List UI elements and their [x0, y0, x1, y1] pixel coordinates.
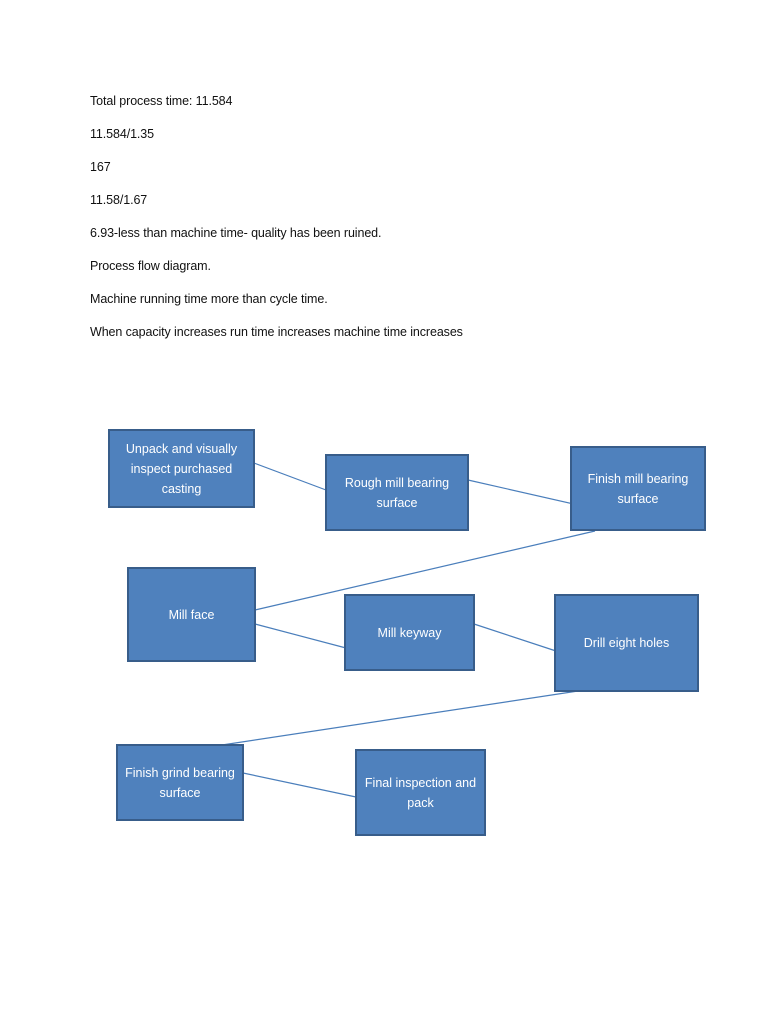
process-box-finish-grind: Finish grind bearing surface	[116, 744, 244, 821]
text-machine-running: Machine running time more than cycle tim…	[90, 292, 328, 306]
text-quality-note: 6.93-less than machine time- quality has…	[90, 226, 382, 240]
connector-unpack-to-rough-mill	[253, 462, 327, 491]
process-label-finish-grind: Finish grind bearing surface	[125, 765, 235, 800]
process-label-finish-mill: Finish mill bearing surface	[587, 471, 689, 506]
text-ratio-2: 11.58/1.67	[90, 193, 148, 207]
process-box-finish-mill: Finish mill bearing surface	[570, 446, 706, 531]
process-label-drill: Drill eight holes	[583, 636, 670, 650]
text-capacity-note: When capacity increases run time increas…	[90, 325, 463, 339]
process-label-mill-face: Mill face	[168, 607, 215, 622]
text-value-167: 167	[90, 160, 111, 174]
process-box-unpack: Unpack and visually inspect purchased ca…	[108, 429, 255, 508]
process-label-rough-mill: Rough mill bearing surface	[344, 475, 450, 510]
process-box-rough-mill: Rough mill bearing surface	[325, 454, 469, 531]
connector-finish-mill-to-mill-face	[254, 530, 596, 611]
process-label-mill-keyway: Mill keyway	[377, 625, 442, 640]
text-diagram-heading: Process flow diagram.	[90, 259, 211, 273]
connector-finish-grind-to-final-inspection	[242, 772, 357, 798]
connector-mill-face-to-mill-keyway	[254, 623, 347, 649]
connector-drill-to-finish-grind	[221, 690, 579, 746]
process-box-mill-keyway: Mill keyway	[344, 594, 475, 671]
text-total-process-time: Total process time: 11.584	[90, 94, 233, 108]
process-label-final-inspection: Final inspection and pack	[364, 775, 477, 810]
connector-mill-keyway-to-drill	[473, 623, 557, 652]
process-label-unpack: Unpack and visually inspect purchased ca…	[125, 441, 238, 496]
text-ratio-1: 11.584/1.35	[90, 127, 155, 141]
process-box-final-inspection: Final inspection and pack	[355, 749, 486, 836]
process-box-mill-face: Mill face	[127, 567, 256, 662]
process-box-drill: Drill eight holes	[554, 594, 699, 692]
